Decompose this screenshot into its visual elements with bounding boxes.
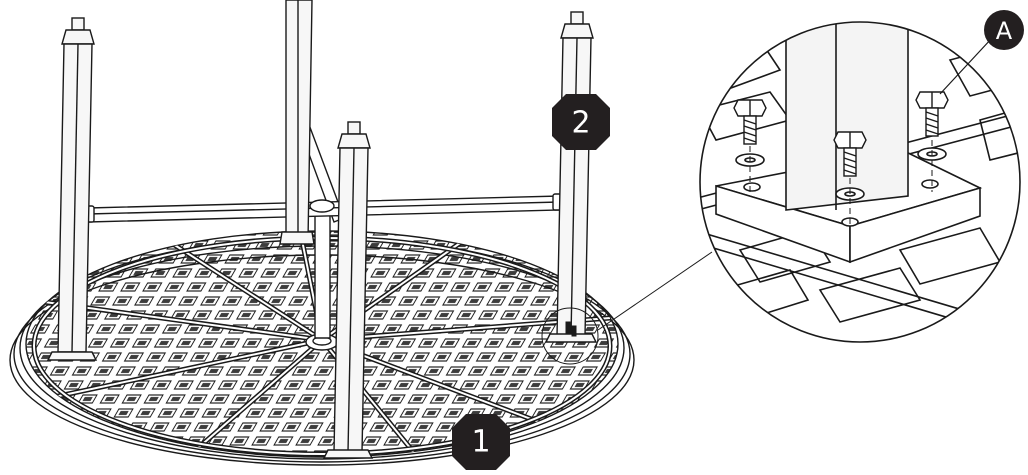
zoom-leg-tube	[785, 22, 909, 211]
leg-left	[46, 17, 98, 361]
leg-front	[322, 121, 374, 459]
detail-marker	[541, 251, 713, 365]
leg-back	[279, 0, 315, 245]
hex-bolt-icon	[733, 91, 949, 177]
callout-badge-1: 1	[452, 414, 510, 470]
zoom-detail	[699, 21, 1021, 343]
callout-a-label: A	[996, 17, 1013, 45]
center-brace	[314, 207, 331, 339]
zoom-circle	[699, 21, 1021, 343]
callout-a-leader	[939, 37, 993, 95]
cross-joint	[309, 199, 335, 213]
callout-badge-a: A	[984, 10, 1024, 50]
callout-2-label: 2	[571, 106, 590, 141]
callout-badge-2: 2	[552, 94, 610, 150]
callout-1-label: 1	[471, 425, 490, 460]
